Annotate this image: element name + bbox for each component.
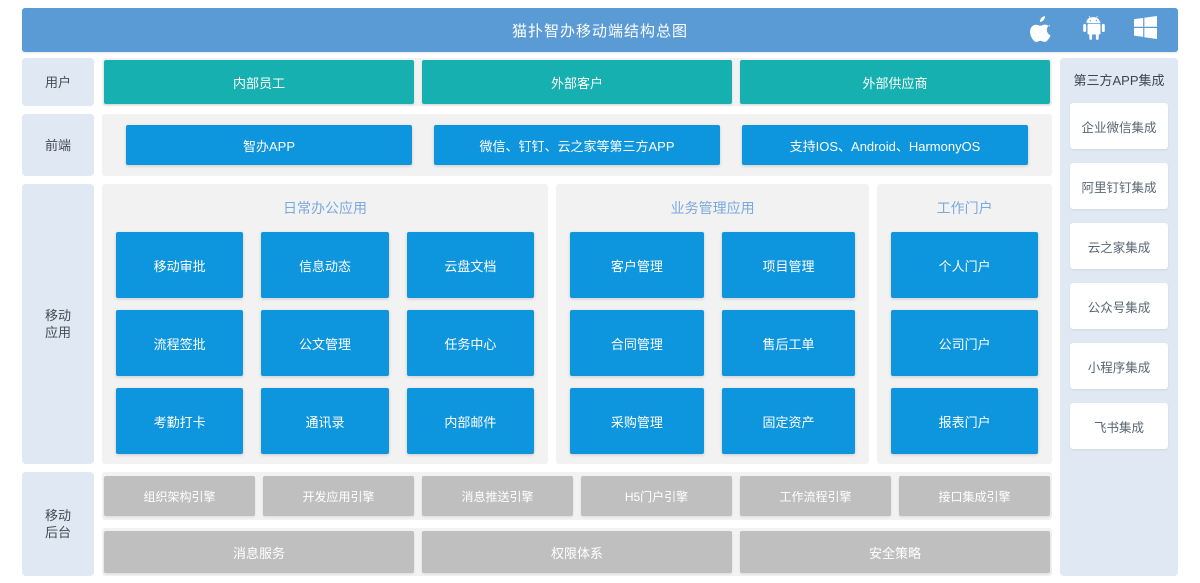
app-tile[interactable]: 客户管理 bbox=[570, 232, 704, 298]
integration-item[interactable]: 企业微信集成 bbox=[1070, 103, 1168, 149]
backend-engine-tile[interactable]: H5门户引擎 bbox=[581, 476, 732, 516]
rail-label-mobile-apps-line1: 移动 bbox=[44, 308, 71, 323]
app-tile[interactable]: 合同管理 bbox=[570, 310, 704, 376]
integration-item[interactable]: 公众号集成 bbox=[1070, 283, 1168, 329]
integration-item[interactable]: 阿里钉钉集成 bbox=[1070, 163, 1168, 209]
diagram-body: 用户 前端 移动 应用 移动 后台 内部员工 外部客户 外部供应商 bbox=[22, 58, 1178, 576]
app-tile[interactable]: 移动审批 bbox=[116, 232, 244, 298]
users-band: 内部员工 外部客户 外部供应商 bbox=[102, 58, 1052, 106]
user-tile[interactable]: 外部客户 bbox=[422, 60, 732, 104]
third-party-integration-panel: 第三方APP集成 企业微信集成 阿里钉钉集成 云之家集成 公众号集成 小程序集成… bbox=[1060, 58, 1178, 576]
android-icon bbox=[1082, 16, 1108, 44]
diagram-center-column: 内部员工 外部客户 外部供应商 智办APP 微信、钉钉、云之家等第三方APP 支… bbox=[102, 58, 1052, 576]
rail-label-mobile-backend: 移动 后台 bbox=[22, 472, 94, 576]
app-group-daily-office: 日常办公应用 移动审批 信息动态 云盘文档 流程签批 公文管理 任务中心 考勤打… bbox=[102, 184, 549, 464]
app-tile[interactable]: 售后工单 bbox=[721, 310, 856, 376]
mobile-backend-band: 组织架构引擎 开发应用引擎 消息推送引擎 H5门户引擎 工作流程引擎 接口集成引… bbox=[102, 472, 1052, 576]
rail-label-mobile-apps-line2: 应用 bbox=[44, 325, 71, 340]
integration-item[interactable]: 小程序集成 bbox=[1070, 343, 1168, 389]
app-tile-grid: 移动审批 信息动态 云盘文档 流程签批 公文管理 任务中心 考勤打卡 通讯录 内… bbox=[116, 232, 535, 454]
app-tile[interactable]: 采购管理 bbox=[570, 388, 704, 454]
rail-label-mobile-backend-line2: 后台 bbox=[44, 525, 71, 540]
app-tile[interactable]: 信息动态 bbox=[261, 232, 389, 298]
user-tile[interactable]: 外部供应商 bbox=[740, 60, 1050, 104]
backend-service-tile[interactable]: 权限体系 bbox=[422, 531, 732, 573]
platform-icon-group bbox=[1030, 8, 1160, 52]
user-tile[interactable]: 内部员工 bbox=[104, 60, 414, 104]
app-tile[interactable]: 通讯录 bbox=[261, 388, 389, 454]
app-tile[interactable]: 项目管理 bbox=[721, 232, 856, 298]
app-tile[interactable]: 报表门户 bbox=[891, 388, 1038, 454]
layer-rail: 用户 前端 移动 应用 移动 后台 bbox=[22, 58, 94, 576]
app-tile[interactable]: 任务中心 bbox=[406, 310, 535, 376]
frontend-tile[interactable]: 支持IOS、Android、HarmonyOS bbox=[742, 125, 1028, 165]
app-tile[interactable]: 个人门户 bbox=[891, 232, 1038, 298]
backend-engine-tile[interactable]: 开发应用引擎 bbox=[263, 476, 414, 516]
app-tile[interactable]: 公司门户 bbox=[891, 310, 1038, 376]
frontend-tile[interactable]: 微信、钉钉、云之家等第三方APP bbox=[434, 125, 720, 165]
backend-engine-tile[interactable]: 组织架构引擎 bbox=[104, 476, 255, 516]
frontend-band: 智办APP 微信、钉钉、云之家等第三方APP 支持IOS、Android、Har… bbox=[102, 114, 1052, 176]
backend-service-tile[interactable]: 消息服务 bbox=[104, 531, 414, 573]
third-party-integration-list: 企业微信集成 阿里钉钉集成 云之家集成 公众号集成 小程序集成 飞书集成 bbox=[1070, 103, 1168, 564]
app-group-work-portal: 工作门户 个人门户 公司门户 报表门户 bbox=[877, 184, 1052, 464]
rail-label-users: 用户 bbox=[22, 58, 94, 106]
app-tile-grid: 客户管理 项目管理 合同管理 售后工单 采购管理 固定资产 bbox=[570, 232, 856, 454]
diagram-header: 猫扑智办移动端结构总图 bbox=[22, 8, 1178, 52]
backend-engine-row: 组织架构引擎 开发应用引擎 消息推送引擎 H5门户引擎 工作流程引擎 接口集成引… bbox=[102, 472, 1052, 520]
mobile-apps-band: 日常办公应用 移动审批 信息动态 云盘文档 流程签批 公文管理 任务中心 考勤打… bbox=[102, 184, 1052, 464]
backend-engine-tile[interactable]: 消息推送引擎 bbox=[422, 476, 573, 516]
app-group-business-management: 业务管理应用 客户管理 项目管理 合同管理 售后工单 采购管理 固定资产 bbox=[556, 184, 870, 464]
page-title: 猫扑智办移动端结构总图 bbox=[511, 22, 688, 40]
app-group-title: 工作门户 bbox=[936, 200, 993, 216]
integration-item[interactable]: 飞书集成 bbox=[1070, 403, 1168, 449]
app-tile-grid: 个人门户 公司门户 报表门户 bbox=[891, 232, 1038, 454]
app-tile[interactable]: 公文管理 bbox=[261, 310, 389, 376]
backend-service-row: 消息服务 权限体系 安全策略 bbox=[102, 528, 1052, 576]
app-tile[interactable]: 流程签批 bbox=[116, 310, 244, 376]
third-party-integration-title: 第三方APP集成 bbox=[1073, 73, 1165, 88]
app-group-title: 日常办公应用 bbox=[283, 200, 368, 216]
rail-label-mobile-apps: 移动 应用 bbox=[22, 184, 94, 464]
backend-service-tile[interactable]: 安全策略 bbox=[740, 531, 1050, 573]
app-tile[interactable]: 固定资产 bbox=[721, 388, 856, 454]
frontend-tile[interactable]: 智办APP bbox=[126, 125, 412, 165]
backend-engine-tile[interactable]: 接口集成引擎 bbox=[899, 476, 1050, 516]
backend-engine-tile[interactable]: 工作流程引擎 bbox=[740, 476, 891, 516]
app-tile[interactable]: 内部邮件 bbox=[406, 388, 535, 454]
apple-icon bbox=[1030, 16, 1056, 44]
integration-item[interactable]: 云之家集成 bbox=[1070, 223, 1168, 269]
app-tile[interactable]: 考勤打卡 bbox=[116, 388, 244, 454]
rail-label-mobile-backend-line1: 移动 bbox=[44, 508, 71, 523]
windows-icon bbox=[1134, 16, 1160, 44]
app-group-title: 业务管理应用 bbox=[670, 200, 755, 216]
app-tile[interactable]: 云盘文档 bbox=[406, 232, 535, 298]
rail-label-frontend: 前端 bbox=[22, 114, 94, 176]
